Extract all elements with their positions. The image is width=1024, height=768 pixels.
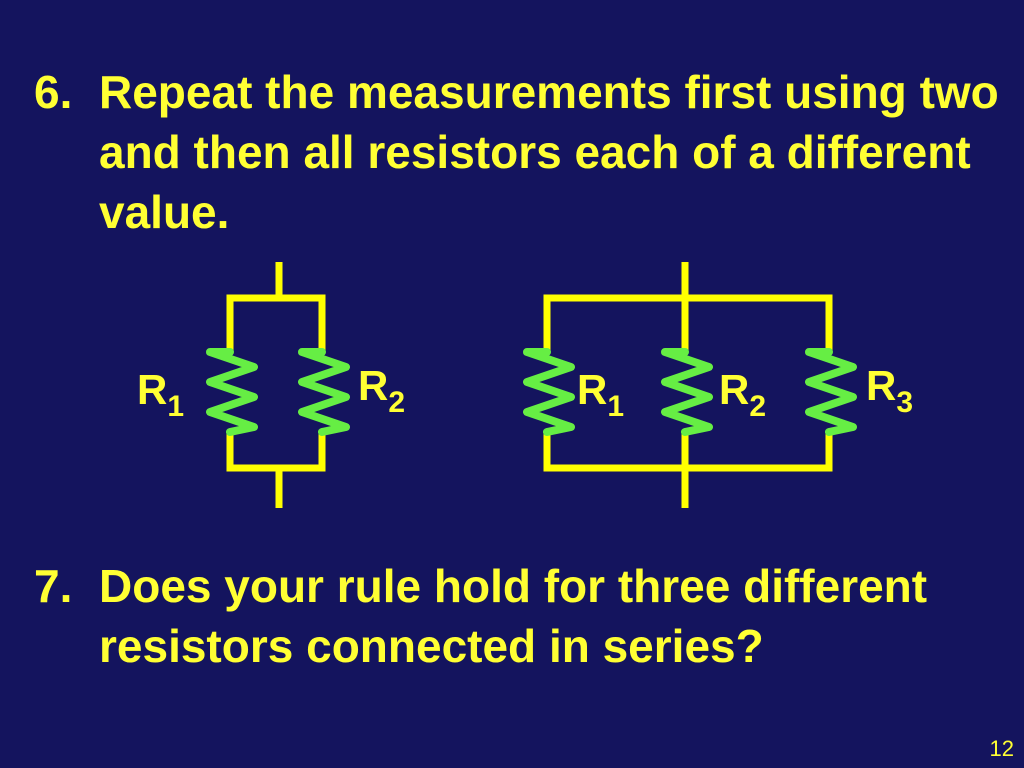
parallel-circuit-three-resistors: R1 R2 R3: [523, 262, 913, 508]
item-number: 7.: [34, 560, 73, 612]
resistor-label-r2: R2: [358, 362, 405, 419]
resistor-label-r3: R3: [866, 362, 913, 419]
resistor-r1-icon: [206, 348, 258, 436]
wires: [543, 262, 833, 508]
resistor-r2-icon: [298, 348, 350, 436]
resistor-label-r1: R1: [577, 366, 624, 423]
resistor-r3-icon: [805, 348, 857, 436]
wires: [226, 262, 326, 508]
resistor-r1-icon: [523, 348, 575, 436]
resistor-r2-icon: [661, 348, 713, 436]
resistor-label-r1: R1: [137, 366, 184, 423]
item-text: Does your rule hold for three different …: [99, 560, 928, 672]
item-text: Repeat the measurements first using two …: [99, 66, 999, 238]
parallel-circuit-two-resistors: R1 R2: [137, 262, 405, 508]
resistor-label-r2: R2: [719, 366, 766, 423]
item-number: 6.: [34, 66, 73, 118]
page-number: 12: [989, 736, 1014, 761]
